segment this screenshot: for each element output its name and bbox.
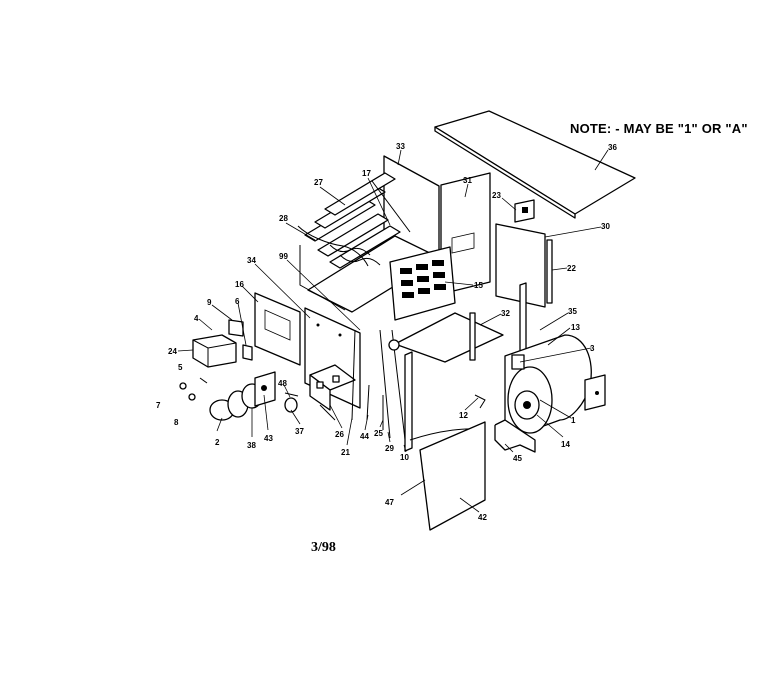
callout-32: 32 [501, 309, 510, 318]
part-access-panel [495, 223, 546, 308]
part-gasket-plate [241, 371, 276, 409]
callout-21: 21 [341, 448, 350, 457]
part-pressure-switch [388, 339, 400, 351]
part-burner-grille [389, 246, 456, 321]
part-coil [297, 225, 369, 267]
callout-13: 13 [571, 323, 580, 332]
callout-27: 27 [314, 178, 323, 187]
part-front-door [419, 421, 486, 531]
part-clip [474, 394, 486, 409]
callout-48: 48 [278, 379, 287, 388]
callout-33: 33 [396, 142, 405, 151]
callout-labels: 36 33 31 23 30 22 27 17 28 15 99 34 16 9… [156, 142, 617, 522]
part-rod [371, 180, 411, 233]
callout-45: 45 [513, 454, 522, 463]
callout-14: 14 [561, 440, 570, 449]
callout-36: 36 [608, 143, 617, 152]
callout-43: 43 [264, 434, 273, 443]
callout-8: 8 [174, 418, 179, 427]
part-bracket-small [228, 319, 253, 361]
callout-3: 3 [590, 344, 595, 353]
callout-42: 42 [478, 513, 487, 522]
callout-10: 10 [400, 453, 409, 462]
callout-47: 47 [385, 498, 394, 507]
part-strip [546, 239, 553, 304]
callout-31: 31 [463, 176, 472, 185]
callout-99: 99 [279, 252, 288, 261]
part-strip-44 [366, 384, 370, 421]
callout-16: 16 [235, 280, 244, 289]
callout-37: 37 [295, 427, 304, 436]
part-strip-21 [351, 329, 356, 421]
callout-25: 25 [374, 429, 383, 438]
part-fastener-7 [179, 382, 187, 390]
callout-23: 23 [492, 191, 501, 200]
part-junction-box [192, 334, 237, 368]
part-base-tray [394, 312, 504, 363]
part-blower [504, 334, 606, 441]
part-fastener-5 [199, 377, 208, 384]
callout-44: 44 [360, 432, 369, 441]
part-rod-29 [379, 329, 391, 439]
callout-4: 4 [194, 314, 199, 323]
callout-5: 5 [178, 363, 183, 372]
callout-6: 6 [235, 297, 240, 306]
callout-7: 7 [156, 401, 161, 410]
callout-38: 38 [247, 441, 256, 450]
note-text: NOTE: - MAY BE "1" OR "A" [570, 121, 748, 136]
date-code: 3/98 [311, 540, 336, 555]
callout-34: 34 [247, 256, 256, 265]
callout-1: 1 [571, 416, 576, 425]
callout-12: 12 [459, 411, 468, 420]
part-fastener-8 [188, 393, 196, 401]
part-control-board [309, 364, 356, 421]
callout-29: 29 [385, 444, 394, 453]
callout-22: 22 [567, 264, 576, 273]
callout-17: 17 [362, 169, 371, 178]
callout-30: 30 [601, 222, 610, 231]
callout-24: 24 [168, 347, 177, 356]
callout-35: 35 [568, 307, 577, 316]
part-top-panel [434, 110, 636, 219]
leader-lines [177, 149, 609, 513]
part-gas-valve [284, 392, 299, 413]
callout-15: 15 [474, 281, 483, 290]
part-control-panel [254, 292, 301, 366]
callout-2: 2 [215, 438, 220, 447]
callout-28: 28 [279, 214, 288, 223]
part-bracket [514, 199, 535, 223]
callout-9: 9 [207, 298, 212, 307]
callout-26: 26 [335, 430, 344, 439]
